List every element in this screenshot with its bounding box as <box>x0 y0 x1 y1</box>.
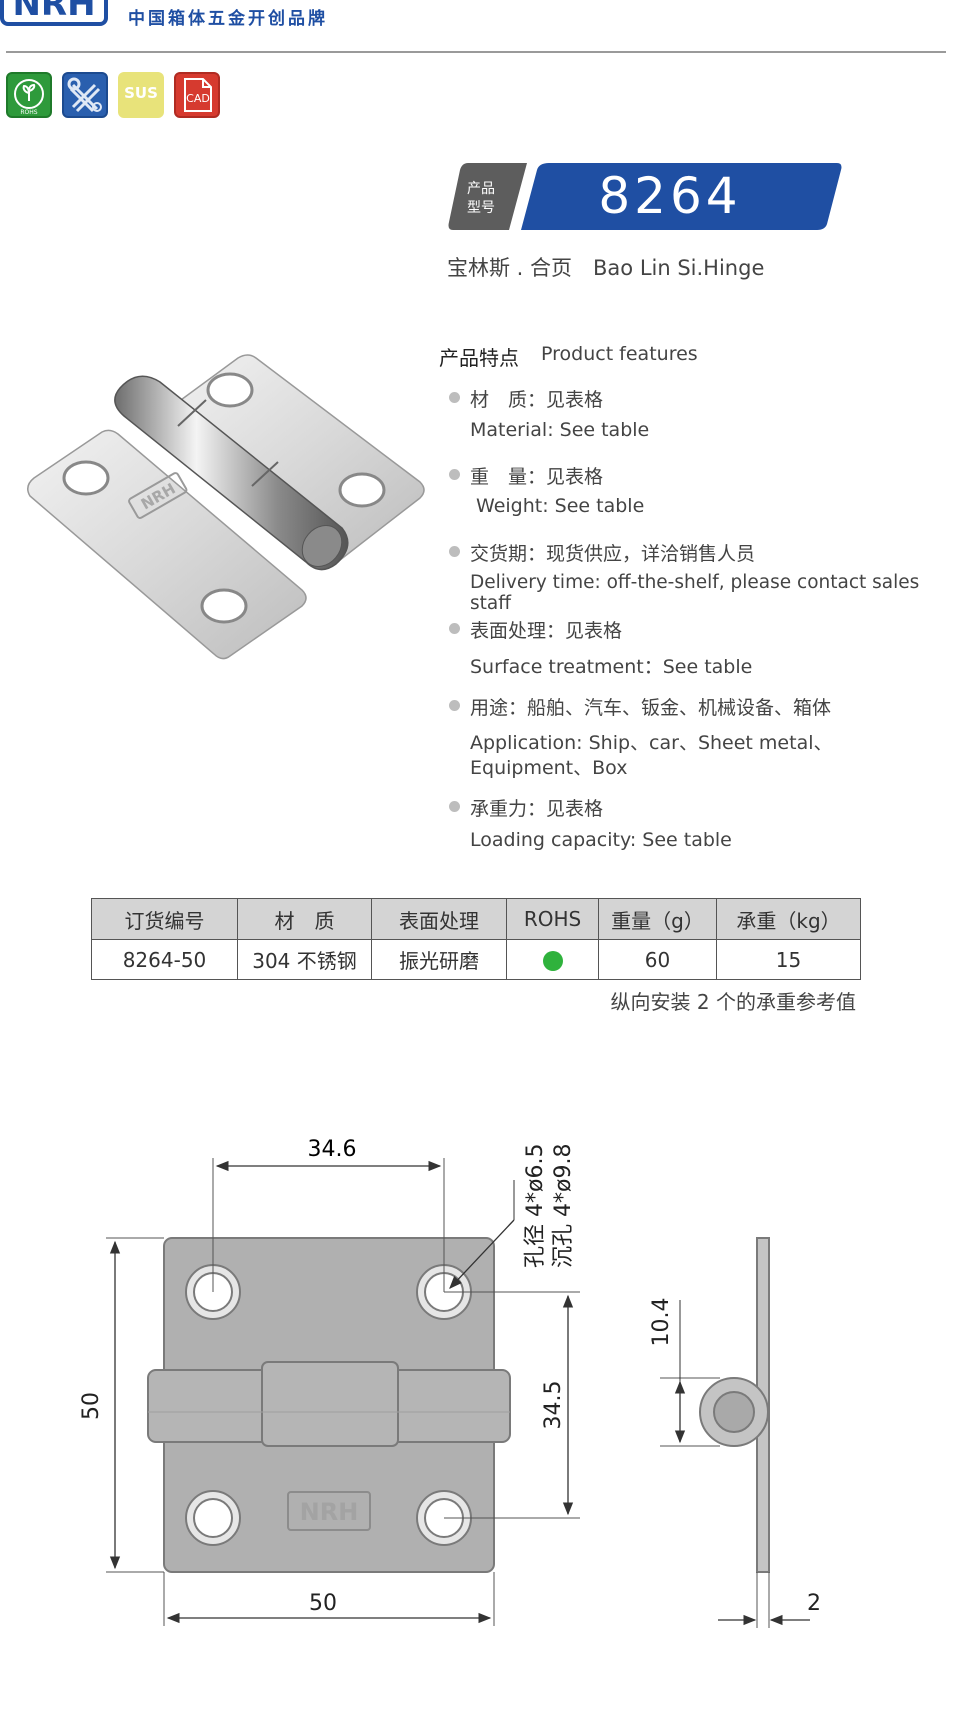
features-title-en: Product features <box>541 343 698 365</box>
rohs-leaf-icon: ROHS <box>6 72 52 118</box>
tools-icon <box>62 72 108 118</box>
feature-weight-en: Weight: See table <box>470 495 645 517</box>
model-banner <box>448 163 842 230</box>
col-header-material: 材 质 <box>237 898 372 940</box>
dim-side: 10.4 <box>649 1298 674 1347</box>
dim-hole-vertical: 34.5 <box>541 1381 566 1430</box>
hinge-product-illustration: NRH <box>27 354 425 660</box>
product-name: 宝林斯 . 合页 Bao Lin Si.Hinge <box>447 256 765 280</box>
col-header-surface: 表面处理 <box>371 898 507 940</box>
features-title-zh: 产品特点 <box>439 346 519 370</box>
cad-label: CAD <box>186 92 210 105</box>
sus-badge: SUS <box>118 72 164 118</box>
spec-table: 订货编号 材 质 表面处理 ROHS 重量（g） 承重（kg） 8264-50 … <box>91 898 861 980</box>
feature-application-zh: 用途：船舶、汽车、钣金、机械设备、箱体 <box>470 697 832 719</box>
feature-material-zh: 材 质：见表格 <box>470 389 604 411</box>
model-code: 8264 <box>598 167 742 225</box>
cell-weight: 60 <box>598 939 717 980</box>
table-row: 8264-50 304 不锈钢 振光研磨 60 15 <box>91 939 861 980</box>
svg-text:ROHS: ROHS <box>20 109 37 116</box>
feature-loading-zh: 承重力：见表格 <box>470 798 604 820</box>
feature-loading-en: Loading capacity: See table <box>470 829 732 851</box>
feature-delivery-en: Delivery time: off-the-shelf, please con… <box>470 572 920 614</box>
dim-top: 34.6 <box>308 1137 357 1162</box>
cell-material: 304 不锈钢 <box>237 939 372 980</box>
rohs-status-dot <box>542 951 563 971</box>
bullet-dot <box>449 546 460 557</box>
cell-surface: 振光研磨 <box>371 939 507 980</box>
dim-thickness: 2 <box>807 1591 821 1616</box>
feature-surface-en: Surface treatment：See table <box>470 656 753 678</box>
feature-application-en: Application: Ship、car、Sheet metal、 <box>470 732 833 754</box>
table-note: 纵向安装 2 个的承重参考值 <box>610 990 856 1014</box>
bullet-dot <box>449 623 460 634</box>
table-header-row: 订货编号 材 质 表面处理 ROHS 重量（g） 承重（kg） <box>91 898 861 940</box>
plate-logo: NRH <box>300 1498 359 1526</box>
model-tag-line1: 产品 <box>467 181 495 197</box>
col-header-load: 承重（kg） <box>716 898 861 940</box>
dim-width: 50 <box>309 1591 337 1616</box>
feature-delivery-zh: 交货期：现货供应，详洽销售人员 <box>470 543 756 565</box>
dim-height: 50 <box>79 1392 104 1420</box>
bullet-dot <box>449 801 460 812</box>
technical-drawing: NRH 34.6 50 50 孔径 4*ø6.5 沉孔 4*ø9.8 34.5 … <box>79 1137 821 1628</box>
cell-rohs <box>506 939 599 980</box>
col-header-rohs: ROHS <box>506 898 599 940</box>
brand-tagline: 中国箱体五金开创品牌 <box>128 9 328 29</box>
col-header-weight: 重量（g） <box>598 898 717 940</box>
feature-surface-zh: 表面处理：见表格 <box>470 620 623 642</box>
cell-load: 15 <box>716 939 861 980</box>
cell-code: 8264-50 <box>91 939 238 980</box>
bullet-dot <box>449 700 460 711</box>
feature-application-en-line2: Equipment、Box <box>470 757 628 779</box>
col-header-code: 订货编号 <box>91 898 238 940</box>
feature-weight-zh: 重 量：见表格 <box>470 466 604 488</box>
feature-material-en: Material: See table <box>470 419 650 441</box>
bullet-dot <box>449 392 460 403</box>
brand-logo: NRH <box>0 0 108 26</box>
hole-spec1: 孔径 4*ø6.5 <box>523 1144 548 1268</box>
model-tag-line2: 型号 <box>467 200 495 216</box>
cad-file-icon: CAD <box>174 72 220 118</box>
hole-spec2: 沉孔 4*ø9.8 <box>551 1144 576 1268</box>
bullet-dot <box>449 469 460 480</box>
header-divider <box>6 51 946 53</box>
